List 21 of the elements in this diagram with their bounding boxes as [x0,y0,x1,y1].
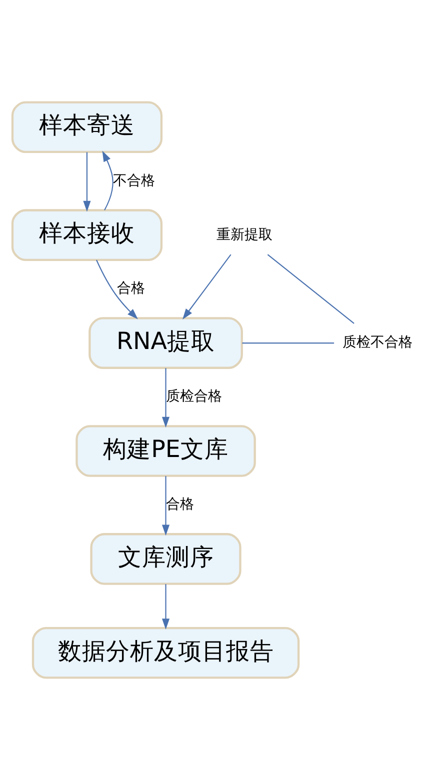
arrow [162,476,170,536]
node-text: 质检不合格 [342,334,412,350]
arrow [182,254,232,319]
node-box: 数据分析及项目报告 [32,626,300,678]
arrow [162,368,170,428]
node-box: 样本接收 [11,208,163,260]
connector [267,254,354,324]
node-box: 构建PE文库 [76,424,256,476]
node-box: 样本寄送 [11,100,163,153]
arrow [162,584,170,629]
edge-label: 质检合格 [166,388,222,404]
node-text: 重新提取 [216,226,273,242]
arrow [96,259,138,319]
node-box: 文库测序 [90,532,242,584]
edge-label: 合格 [166,496,194,512]
edge-label: 不合格 [112,172,155,188]
edge-label: 合格 [117,280,146,296]
arrow [83,152,91,212]
connector [242,342,334,344]
arrow [102,150,114,210]
node-box: RNA提取 [88,316,243,368]
